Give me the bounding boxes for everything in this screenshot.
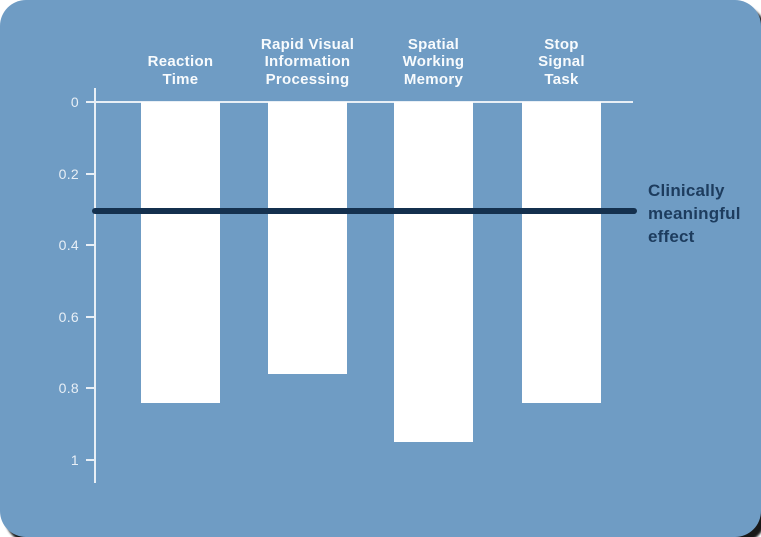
threshold-annotation: Clinically meaningful effect <box>648 179 741 248</box>
y-axis-tick-mark <box>86 315 95 318</box>
y-axis-tick-label: 0.6 <box>58 308 79 325</box>
y-axis-tick-mark <box>86 244 95 247</box>
bar-reaction-time <box>141 102 220 403</box>
column-header-line: Task <box>544 70 579 88</box>
y-axis-tick-mark <box>86 387 95 390</box>
y-axis-line <box>94 88 96 483</box>
column-header-line: Rapid Visual <box>260 35 355 53</box>
y-axis-tick-mark <box>86 459 95 461</box>
column-header-line: Time <box>162 70 199 88</box>
column-header-line: Stop <box>544 35 579 53</box>
y-axis-tick-mark <box>86 172 95 175</box>
y-axis-tick-label: 0 <box>70 94 79 110</box>
bar-stop-signal-task <box>522 102 601 403</box>
column-header-line: Spatial <box>407 35 460 53</box>
column-header-line: Processing <box>265 70 350 88</box>
y-axis-tick-mark <box>86 101 95 103</box>
column-header-line: Working <box>402 53 465 70</box>
bar-spatial-working-memory <box>394 102 473 443</box>
y-axis-tick-label: 1 <box>70 452 79 468</box>
threshold-annotation-line: meaningful <box>648 204 741 223</box>
column-header-line: Information <box>264 53 351 70</box>
column-header-line: Signal <box>538 53 585 70</box>
column-header-line: Reaction <box>147 53 214 70</box>
threshold-annotation-line: Clinically <box>648 181 725 200</box>
clinically-meaningful-threshold-line <box>92 208 637 215</box>
zero-baseline <box>95 101 633 103</box>
bar-rapid-visual-information-processing <box>268 102 347 375</box>
y-axis-tick-label: 0.2 <box>58 165 79 182</box>
y-axis-tick-label: 0.8 <box>58 380 79 397</box>
y-axis-tick-label: 0.4 <box>58 237 79 254</box>
column-header-line: Memory <box>403 70 464 88</box>
threshold-annotation-line: effect <box>648 227 695 246</box>
